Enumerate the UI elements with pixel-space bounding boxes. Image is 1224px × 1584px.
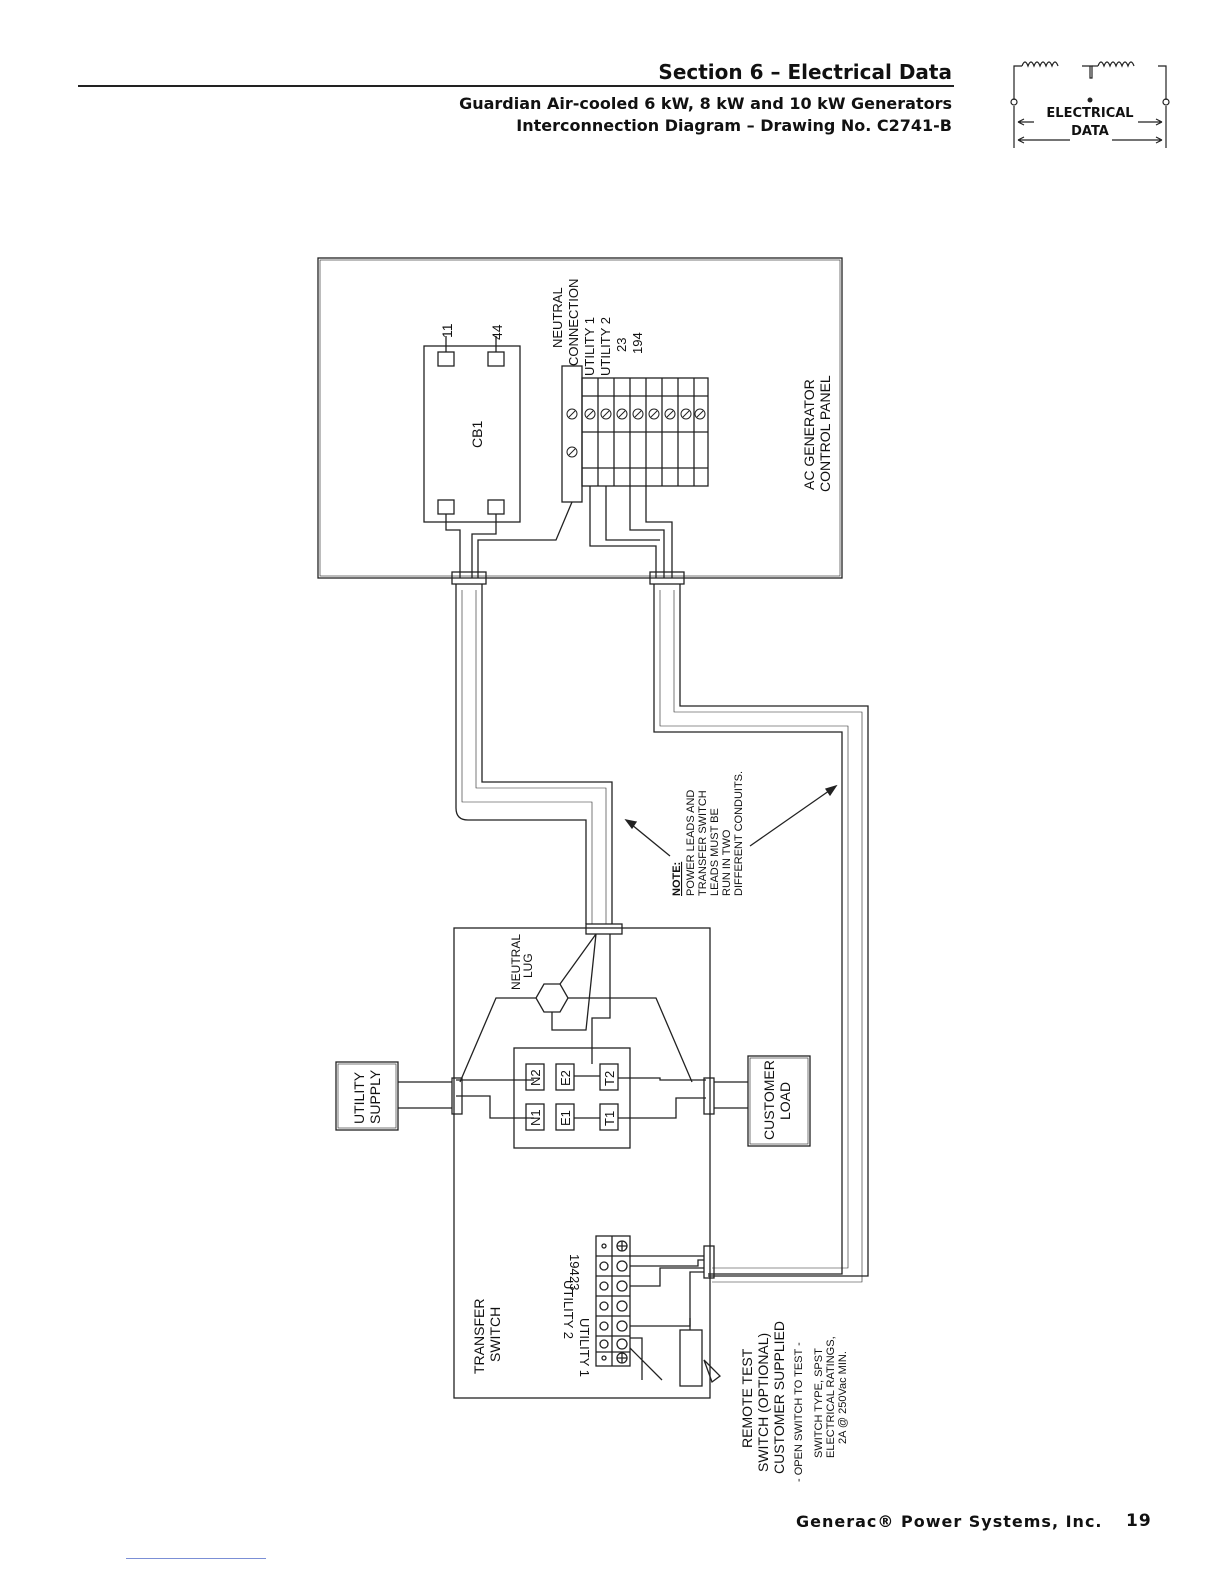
contact-e1: E1 (558, 1110, 573, 1126)
note-line-2: TRANSFER SWITCH (697, 790, 709, 896)
terminal-11-label: 11 (439, 323, 455, 338)
header-rule (78, 85, 954, 87)
page-number: 19 (1126, 1511, 1152, 1531)
section-title: Section 6 – Electrical Data (658, 60, 952, 84)
remote-test-note-2: SWITCH TYPE, SPST (813, 1348, 825, 1458)
strip-label-connection: CONNECTION (566, 279, 581, 366)
badge-label-data: DATA (1071, 124, 1109, 139)
note-line-3: LEADS MUST BE (709, 808, 721, 896)
utility-supply-label-1: UTILITY (351, 1071, 367, 1124)
neutral-lug (535, 983, 569, 1013)
remote-test-line-3: CUSTOMER SUPPLIED (771, 1321, 787, 1474)
contact-t1: T1 (602, 1111, 617, 1126)
utility-supply-box (335, 1061, 399, 1131)
remote-test-note-3: ELECTRICAL RATINGS, (825, 1336, 837, 1458)
control-terminal-strip (561, 365, 709, 503)
neutral-lug-label-2: LUG (521, 953, 535, 978)
remote-test-note-1: - OPEN SWITCH TO TEST - (793, 1342, 805, 1482)
control-panel-title-1: AC GENERATOR (801, 379, 817, 490)
ts-terminal-utility-2: UTILITY 2 (561, 1280, 576, 1339)
electrical-data-badge-icon (1010, 61, 1170, 148)
customer-load-label-2: LOAD (777, 1082, 793, 1120)
contactor-block (513, 1047, 631, 1149)
ts-terminal-utility-1: UTILITY 1 (577, 1318, 592, 1377)
drawing-title: Interconnection Diagram – Drawing No. C2… (516, 116, 952, 135)
terminal-screws (566, 408, 706, 458)
terminal-44-label: 44 (489, 324, 505, 340)
transfer-switch-enclosure (453, 927, 711, 1399)
strip-label-23: 23 (614, 338, 629, 352)
customer-load-label-1: CUSTOMER (761, 1060, 777, 1140)
customer-load-box (747, 1055, 811, 1147)
ts-terminal-23: 23 (567, 1276, 582, 1290)
contact-n1: N1 (528, 1109, 543, 1126)
document-subtitle: Guardian Air-cooled 6 kW, 8 kW and 10 kW… (459, 94, 952, 113)
control-panel-title-2: CONTROL PANEL (817, 375, 833, 492)
remote-test-line-2: SWITCH (OPTIONAL) (755, 1333, 771, 1472)
transfer-switch-title-2: SWITCH (487, 1307, 503, 1362)
note-line-4: RUN IN TWO (721, 829, 733, 896)
footer-company: Generac® Power Systems, Inc. (796, 1512, 1103, 1531)
divider (126, 1558, 266, 1559)
cb1-label: CB1 (469, 421, 485, 448)
transfer-terminal-strip (595, 1235, 631, 1367)
power-conduit (455, 584, 587, 924)
control-panel-enclosure (317, 257, 843, 579)
strip-label-neutral: NEUTRAL (550, 287, 565, 348)
control-conduit (653, 584, 843, 1275)
utility-supply-label-2: SUPPLY (367, 1069, 383, 1124)
contact-t2: T2 (602, 1071, 617, 1086)
remote-test-switch (679, 1329, 703, 1387)
ts-terminal-194: 194 (567, 1254, 582, 1276)
remote-test-line-1: REMOTE TEST (739, 1348, 755, 1448)
note-line-5: DIFFERENT CONDUITS. (733, 771, 745, 896)
cb1-breaker (423, 345, 521, 523)
remote-test-note-4: 2A @ 250Vac MIN. (837, 1351, 849, 1444)
note-line-1: POWER LEADS AND (685, 790, 697, 896)
strip-label-utility-2: UTILITY 2 (598, 317, 613, 376)
contact-n2: N2 (528, 1069, 543, 1086)
contact-e2: E2 (558, 1070, 573, 1086)
note-heading: NOTE: (671, 862, 683, 896)
badge-label-electrical: ELECTRICAL (1046, 106, 1134, 121)
strip-label-194: 194 (630, 332, 645, 354)
transfer-switch-title-1: TRANSFER (471, 1299, 487, 1374)
neutral-lug-label-1: NEUTRAL (509, 934, 523, 990)
strip-label-utility-1: UTILITY 1 (582, 317, 597, 376)
